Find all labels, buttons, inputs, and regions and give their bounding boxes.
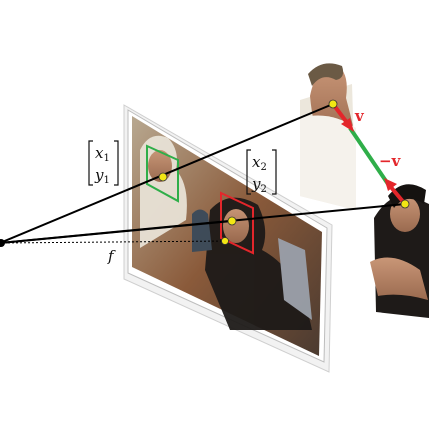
svg-text:y2: y2 [251, 175, 267, 195]
point-2 [227, 216, 237, 226]
point-bottom-face [400, 199, 410, 209]
label-x1: x [95, 144, 104, 162]
ray-to-top-face [0, 103, 334, 244]
scene-stripes [278, 238, 312, 320]
vector-minus-label: −v [379, 152, 402, 170]
point-1 [158, 172, 168, 182]
keypoints [158, 99, 410, 245]
svg-text:y1: y1 [94, 166, 110, 186]
vector-minus-sign: − [379, 152, 392, 170]
point-2-lower [221, 237, 229, 245]
motion-path [348, 126, 390, 186]
vector-minus-head [384, 178, 397, 191]
label-x1-sub: 1 [103, 153, 109, 164]
bracket-right-1 [114, 140, 119, 186]
label-y1-sub: 1 [103, 175, 109, 186]
coord-label-1: x1 y1 [88, 140, 119, 186]
svg-text:x2: x2 [252, 153, 267, 173]
coord-label-2: x2 y2 [246, 149, 277, 195]
bbox-green [146, 144, 179, 203]
label-x2: x [252, 153, 261, 171]
projection-lines [0, 103, 406, 244]
bracket-left-2 [246, 149, 251, 195]
bracket-left-1 [88, 140, 93, 186]
vector-plus-head [341, 118, 354, 132]
bracket-right-2 [272, 149, 277, 195]
label-y1: y [94, 166, 104, 184]
vector-plus-label: v [354, 107, 365, 125]
ray-to-point-2 [0, 220, 233, 244]
focal-length-label: f [107, 247, 116, 265]
svg-text:x1: x1 [95, 144, 110, 164]
camera-center [0, 239, 5, 247]
vector-minus-v: v [391, 152, 402, 170]
cutout-photo-top [300, 63, 356, 210]
cutout-photo-bottom [370, 184, 429, 318]
label-y2-sub: 2 [260, 184, 266, 195]
point-top-face [328, 99, 338, 109]
label-x2-sub: 2 [260, 162, 266, 173]
label-y2: y [251, 175, 261, 193]
